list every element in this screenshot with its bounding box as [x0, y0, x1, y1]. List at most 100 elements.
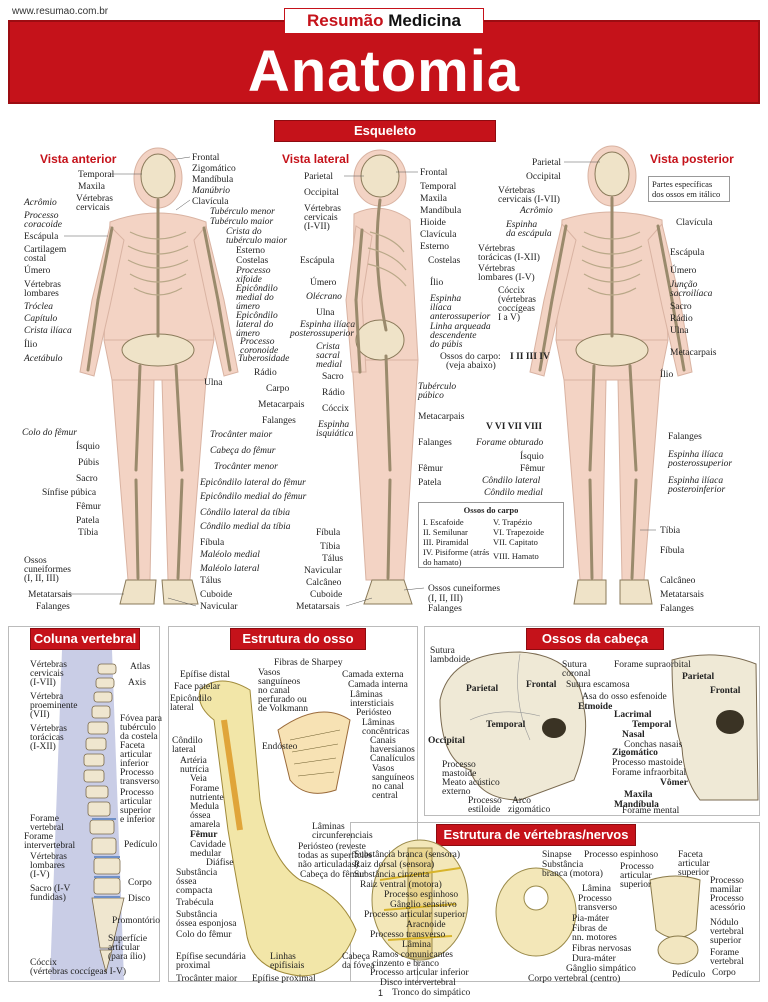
anatomy-label: da costela [120, 732, 158, 742]
anatomy-label: Ossos cuneiformes [428, 584, 501, 594]
anatomy-label: haversianos [370, 745, 415, 755]
anatomy-label: úmero [236, 329, 260, 339]
anatomy-label: Metacarpais [418, 412, 465, 422]
anatomy-label: Úmero [24, 266, 51, 276]
anatomy-label: Capítulo [24, 314, 58, 324]
anatomy-label: Espinha ilíaca [668, 476, 724, 486]
anatomy-label: (I-V) [30, 870, 50, 880]
anatomy-label: Cartilagem [24, 245, 67, 255]
anatomy-label: (vértebras [498, 295, 536, 305]
anatomy-label: Ossos do carpo: [440, 352, 501, 362]
carpal-item: VIII. Hamato [493, 551, 539, 561]
anatomy-label: Fíbula [660, 546, 685, 556]
anatomy-label: Falanges [660, 604, 694, 614]
anatomy-label: Forame infraorbital [612, 768, 687, 778]
anatomy-label: Epicôndilo [170, 694, 212, 704]
anatomy-label: nutriente [190, 793, 224, 803]
anatomy-label: Raiz ventral (motora) [360, 880, 442, 890]
brand-part2: Medicina [388, 11, 461, 30]
anatomy-label: (VII) [30, 710, 50, 720]
carpal-col-1: I. Escafoide II. Semilunar III. Piramida… [423, 517, 491, 567]
anatomy-label: Gânglio simpático [566, 964, 636, 974]
anatomy-label: Crista [316, 342, 340, 352]
anatomy-label: Metatarsais [296, 602, 340, 612]
anatomy-label: todas as superfícies [298, 851, 372, 861]
anatomy-label: Cóccix [498, 286, 525, 296]
anatomy-label: Púbis [78, 458, 100, 468]
anatomy-label: Diáfise [206, 858, 234, 868]
anatomy-label: Gânglio sensitivo [390, 900, 457, 910]
anatomy-label: Temporal [632, 720, 672, 730]
brand-part1: Resumão [306, 11, 384, 30]
anatomy-label: Processo mastoide [612, 758, 683, 768]
anatomy-label: medular [190, 849, 222, 859]
anatomy-label: Fibras nervosas [572, 944, 632, 954]
anatomy-label: Asa do osso esfenoide [582, 692, 667, 702]
anatomy-label: posterossuperior [290, 329, 355, 339]
anatomy-label: I II III IV [510, 352, 550, 362]
anatomy-label: Rádio [322, 388, 345, 398]
anatomy-label: óssea [176, 877, 197, 887]
view-lateral: Vista lateral [282, 152, 350, 166]
carpal-item: VII. Capitato [493, 537, 538, 547]
anatomy-label: Vértebras [76, 194, 113, 204]
anatomy-label: (I, II, III) [24, 574, 59, 584]
anatomy-label: Ísquio [520, 452, 544, 462]
anatomy-label: Navicular [304, 566, 342, 576]
anatomy-label: coronal [562, 669, 591, 679]
anatomy-label: Occipital [428, 736, 465, 746]
anatomy-label: Processo [120, 788, 154, 798]
anatomy-label: Disco [128, 894, 151, 904]
anatomy-label: Colo do fêmur [22, 428, 77, 438]
anatomy-label: Epífise proximal [252, 974, 316, 984]
carpal-item: IV. Pisiforme (atrás do hamato) [423, 547, 490, 567]
anatomy-label: Medula [190, 802, 220, 812]
anatomy-label: Úmero [310, 278, 337, 288]
anatomy-label: Tronco do simpático [392, 988, 471, 998]
anatomy-label: Occipital [526, 172, 561, 182]
site-url: www.resumao.com.br [12, 6, 109, 17]
anatomy-label: Cavidade [190, 840, 226, 850]
carpal-item: V. Trapézio [493, 517, 533, 527]
anatomy-label: tubérculo maior [226, 236, 288, 246]
anatomy-label: Metacarpais [258, 400, 305, 410]
anatomy-label: articular [120, 750, 152, 760]
anatomy-label: Espinha [430, 294, 462, 304]
carpal-col-2: V. Trapézio VI. Trapezoide VII. Capitato… [493, 517, 563, 561]
anatomy-label: compacta [176, 886, 213, 896]
anatomy-label: Frontal [526, 680, 557, 690]
anatomy-label: Parietal [682, 672, 715, 682]
anatomy-label: xifoide [236, 275, 262, 285]
anatomy-label: Sacro [322, 372, 344, 382]
anatomy-label: óssea [190, 811, 211, 821]
anatomy-label: Sínfise púbica [42, 488, 97, 498]
anatomy-label: intersticiais [350, 699, 394, 709]
anatomy-label: Lâminas [362, 718, 395, 728]
anatomy-label: Processo espinhoso [584, 850, 659, 860]
anatomy-label: Processo [710, 876, 744, 886]
anatomy-label: Cóccix [30, 958, 57, 968]
anatomy-label: Vértebras [30, 660, 67, 670]
anatomy-label: Vértebras [304, 204, 341, 214]
anatomy-label: coccígeas [498, 304, 535, 314]
anatomy-label: Parietal [466, 684, 499, 694]
anatomy-label: Tálus [322, 554, 344, 564]
anatomy-label: Epicôndilo medial do fêmur [200, 492, 307, 502]
anatomy-label: cinzento e branco [372, 959, 439, 969]
anatomy-label: Meato acústico [442, 778, 500, 788]
anatomy-label: anterossuperior [430, 312, 491, 322]
anatomy-label: acessório [710, 903, 746, 913]
anatomy-label: Processo transverso [370, 930, 446, 940]
anatomy-label: Esterno [420, 242, 450, 252]
anatomy-label: Côndilo lateral da tíbia [200, 508, 290, 518]
anatomy-label: isquiática [316, 429, 354, 439]
anatomy-label: lombares [24, 289, 59, 299]
anatomy-label: Pia-máter [572, 914, 609, 924]
anatomy-label: Mandíbula [420, 206, 462, 216]
anatomy-label: Olécrano [306, 292, 342, 302]
anatomy-label: Carpo [266, 384, 290, 394]
anatomy-label: Trabécula [176, 898, 214, 908]
anatomy-label: Sutura [430, 646, 455, 656]
anatomy-label: Clavícula [676, 218, 713, 228]
